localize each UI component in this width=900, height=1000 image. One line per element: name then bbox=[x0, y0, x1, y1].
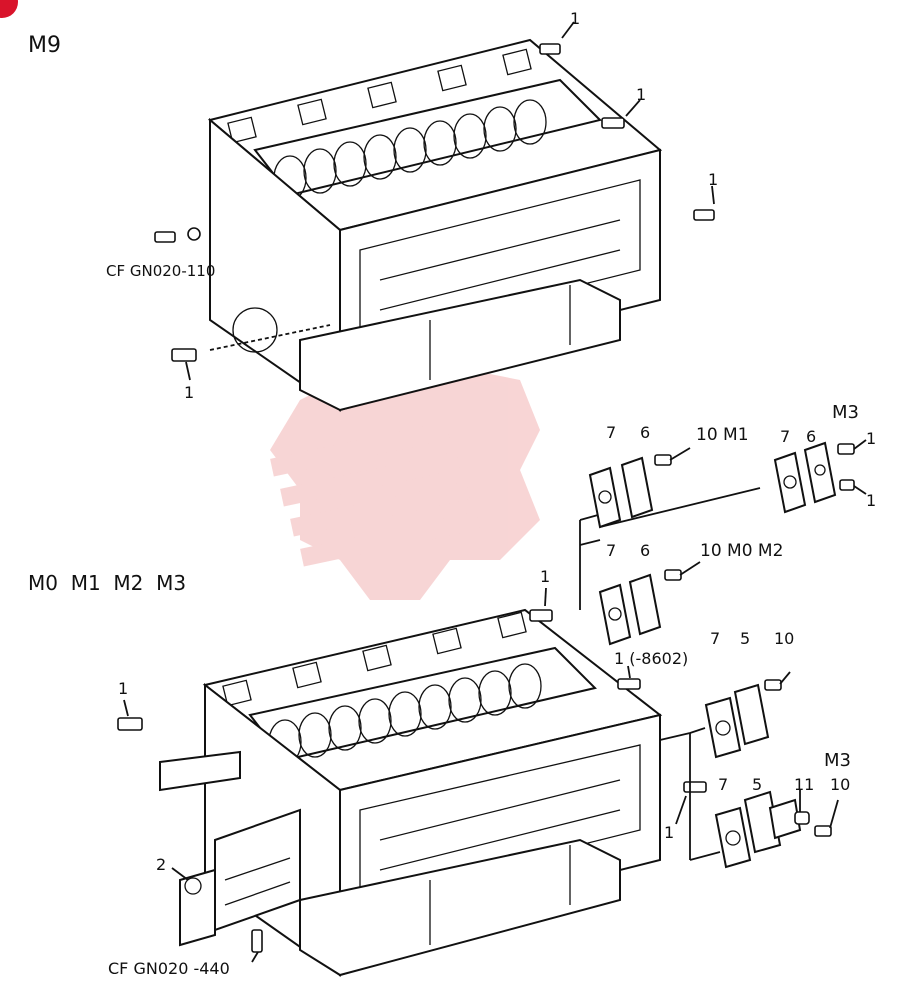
gasket-icon bbox=[704, 696, 742, 759]
callout-m3-screw-a: 1 bbox=[866, 429, 876, 448]
callout-l-screw-a: 10 bbox=[774, 629, 794, 648]
callout-l-bottom-ref: CF GN020 -440 bbox=[108, 959, 230, 978]
callout-u-top-bolt: 1 bbox=[570, 9, 580, 28]
cover-plate-icon bbox=[733, 683, 770, 746]
cover-plate-icon bbox=[803, 441, 837, 504]
callout-l-screw-b: 10 bbox=[830, 775, 850, 794]
gasket-icon bbox=[773, 451, 807, 514]
callout-l-gasket-b: 7 bbox=[718, 775, 728, 794]
bolt-icon bbox=[664, 569, 682, 581]
callout-l-gasket-a: 7 bbox=[710, 629, 720, 648]
gasket-icon bbox=[588, 466, 622, 529]
callout-l-top-bolt: 1 bbox=[540, 567, 550, 586]
plug-icon bbox=[794, 811, 810, 825]
callout-m1-plate: 6 bbox=[640, 423, 650, 442]
callout-m0m2-gasket: 7 bbox=[606, 541, 616, 560]
callout-u-right-bolt: 1 bbox=[708, 170, 718, 189]
bolt-icon bbox=[839, 479, 855, 491]
callout-m3-gasket: 7 bbox=[780, 427, 790, 446]
section-title-lower: M0 M1 M2 M3 bbox=[28, 571, 186, 595]
callout-m0m2-screw: 10 M0 M2 bbox=[700, 541, 783, 561]
cover-plate-icon bbox=[620, 456, 654, 519]
bolt-icon bbox=[654, 454, 672, 466]
bolt-icon bbox=[154, 43, 715, 362]
callout-u-left-ref: CF GN020-110 bbox=[106, 262, 215, 280]
cover-plate-icon bbox=[628, 573, 662, 636]
callout-m3-title-b: M3 bbox=[824, 750, 851, 771]
callout-m1-gasket: 7 bbox=[606, 423, 616, 442]
bolt-icon bbox=[117, 609, 707, 953]
mount-bracket-icon bbox=[171, 867, 216, 947]
callout-l-bracket: 2 bbox=[156, 855, 166, 874]
gasket-icon bbox=[714, 806, 752, 869]
section-title-upper: M9 bbox=[28, 33, 61, 58]
cover-plate-icon bbox=[743, 790, 802, 854]
callout-m3-title-a: M3 bbox=[832, 402, 859, 423]
callout-m0m2-plate: 6 bbox=[640, 541, 650, 560]
callout-m3-plate: 6 bbox=[806, 427, 816, 446]
engine-block-upper bbox=[207, 38, 663, 412]
callout-l-cover-b: 5 bbox=[752, 775, 762, 794]
bolt-icon bbox=[814, 825, 832, 837]
callout-l-upper-bolt: 1 (-8602) bbox=[614, 649, 688, 668]
bolt-icon bbox=[764, 679, 782, 691]
callout-l-cover-a: 5 bbox=[740, 629, 750, 648]
callout-m1-screw: 10 M1 bbox=[696, 425, 749, 445]
callout-l-left-bolt: 1 bbox=[118, 679, 128, 698]
gasket-icon bbox=[598, 583, 632, 646]
callout-l-plug: 11 bbox=[794, 775, 814, 794]
callout-u-mid-bolt: 1 bbox=[636, 85, 646, 104]
callout-l-mid-bolt: 1 bbox=[664, 823, 674, 842]
engine-block-lower bbox=[159, 608, 663, 977]
corner-mark-icon bbox=[0, 0, 18, 18]
callout-m3-screw-b: 1 bbox=[866, 491, 876, 510]
bolt-icon bbox=[837, 443, 855, 455]
callout-u-left-bolt: 1 bbox=[184, 383, 194, 402]
